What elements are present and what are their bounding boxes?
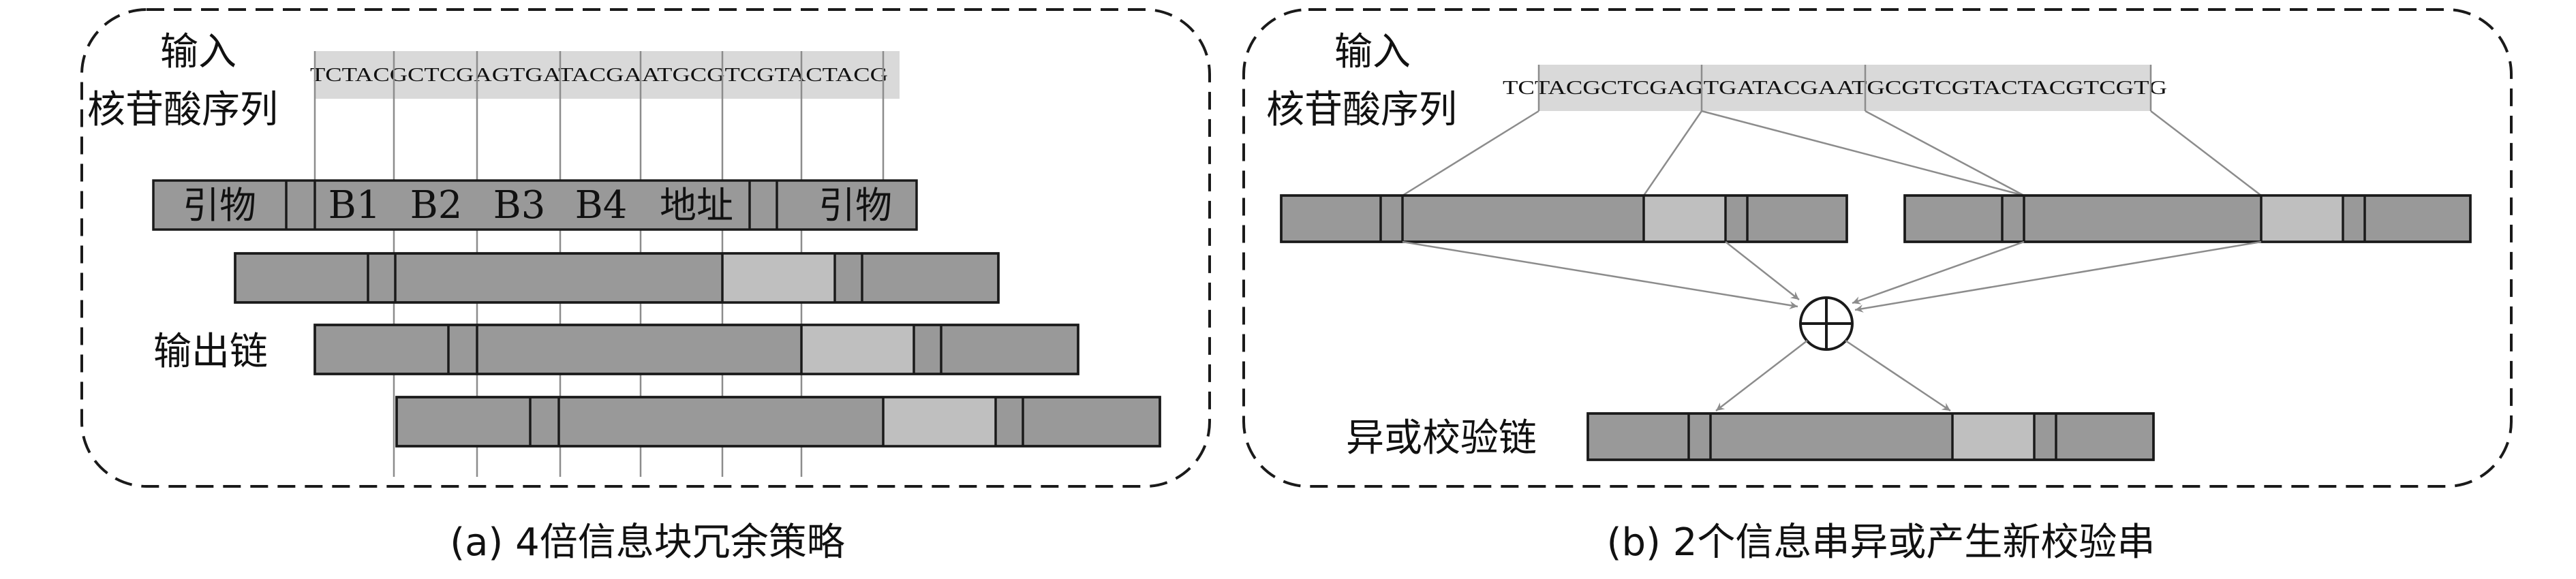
input-sequence-b: TCTACGCTCGAGTGATACGAATGCGTCGTACTACGTCGTG — [1503, 78, 2167, 99]
output-label: 输出链 — [153, 330, 268, 374]
input-sequence: TCTACGCTCGAGTGATACGAATGCGTCGTACTACG — [310, 65, 888, 86]
output-strand-2 — [313, 324, 1079, 375]
sequence-band-b — [1539, 65, 2151, 111]
panel-a: TCTACGCTCGAGTGATACGAATGCGTCGTACTACG 输入 核… — [80, 8, 1211, 565]
input-label-line1: 输入 — [160, 30, 236, 74]
funnel-lines — [1402, 65, 2262, 197]
segment-primer-right: 引物 — [818, 184, 892, 227]
info-strand-2 — [1903, 194, 2472, 243]
input-label-line1-b: 输入 — [1334, 30, 1411, 74]
panel-b: TCTACGCTCGAGTGATACGAATGCGTCGTACTACGTCGTG… — [1242, 8, 2513, 565]
segment-b1: B1 — [328, 183, 381, 228]
xor-input-arrows — [1402, 240, 2262, 313]
xor-parity-strand — [1586, 412, 2155, 461]
xor-output-arrows — [1715, 339, 1951, 412]
segment-b2: B2 — [410, 183, 463, 228]
panel-a-frame — [80, 8, 1211, 488]
xor-label: 异或校验链 — [1346, 416, 1537, 460]
info-strand-1 — [1280, 194, 1848, 243]
labelled-strand: 引物 B1 B2 B3 B4 地址 引物 — [152, 179, 918, 231]
caption-b: (b) 2个信息串异或产生新校验串 — [1607, 520, 2156, 565]
xor-symbol-icon — [1799, 296, 1854, 351]
caption-a: (a) 4倍信息块冗余策略 — [450, 520, 844, 565]
segment-b4: B4 — [575, 183, 628, 228]
segment-primer-left: 引物 — [183, 184, 256, 227]
input-label-line2: 核苷酸序列 — [87, 88, 278, 132]
segment-b3: B3 — [493, 183, 546, 228]
output-strand-1 — [234, 252, 1000, 304]
input-label-line2-b: 核苷酸序列 — [1266, 88, 1457, 132]
output-strand-3 — [395, 396, 1161, 448]
segment-address: 地址 — [660, 184, 733, 227]
